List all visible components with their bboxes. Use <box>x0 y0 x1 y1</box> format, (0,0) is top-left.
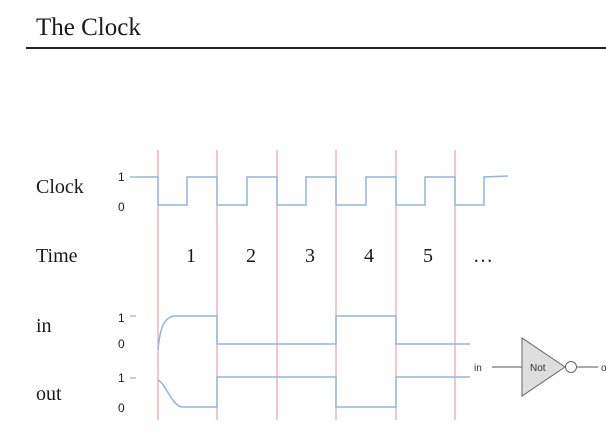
time-value: 5 <box>423 245 433 267</box>
clock-low-label: 0 <box>118 200 125 214</box>
time-ellipsis: … <box>473 245 493 267</box>
time-value: 1 <box>186 245 196 267</box>
in-waveform <box>157 315 470 351</box>
time-value: 2 <box>246 245 256 267</box>
out-waveform <box>157 376 470 408</box>
in-high-label: 1 <box>118 311 125 325</box>
not-gate-bubble <box>565 361 577 373</box>
not-gate-triangle <box>521 337 566 397</box>
in-row-label: in <box>36 315 52 337</box>
clock-row-label: Clock <box>36 176 84 198</box>
gate-name-label: Not <box>530 363 546 374</box>
out-row-label: out <box>36 383 62 405</box>
in-low-label: 0 <box>118 337 125 351</box>
not-gate: in Not out <box>474 337 606 397</box>
clock-high-label: 1 <box>118 170 125 184</box>
gate-input-label: in <box>474 363 482 374</box>
out-low-label: 0 <box>118 401 125 415</box>
time-value: 4 <box>364 245 374 267</box>
clock-waveform <box>136 175 509 206</box>
time-value: 3 <box>305 245 315 267</box>
title-rule <box>26 47 606 49</box>
gate-output-label: out <box>601 363 606 374</box>
out-high-label: 1 <box>118 371 125 385</box>
slide-title: The Clock <box>36 14 141 41</box>
time-row-label: Time <box>36 245 78 267</box>
